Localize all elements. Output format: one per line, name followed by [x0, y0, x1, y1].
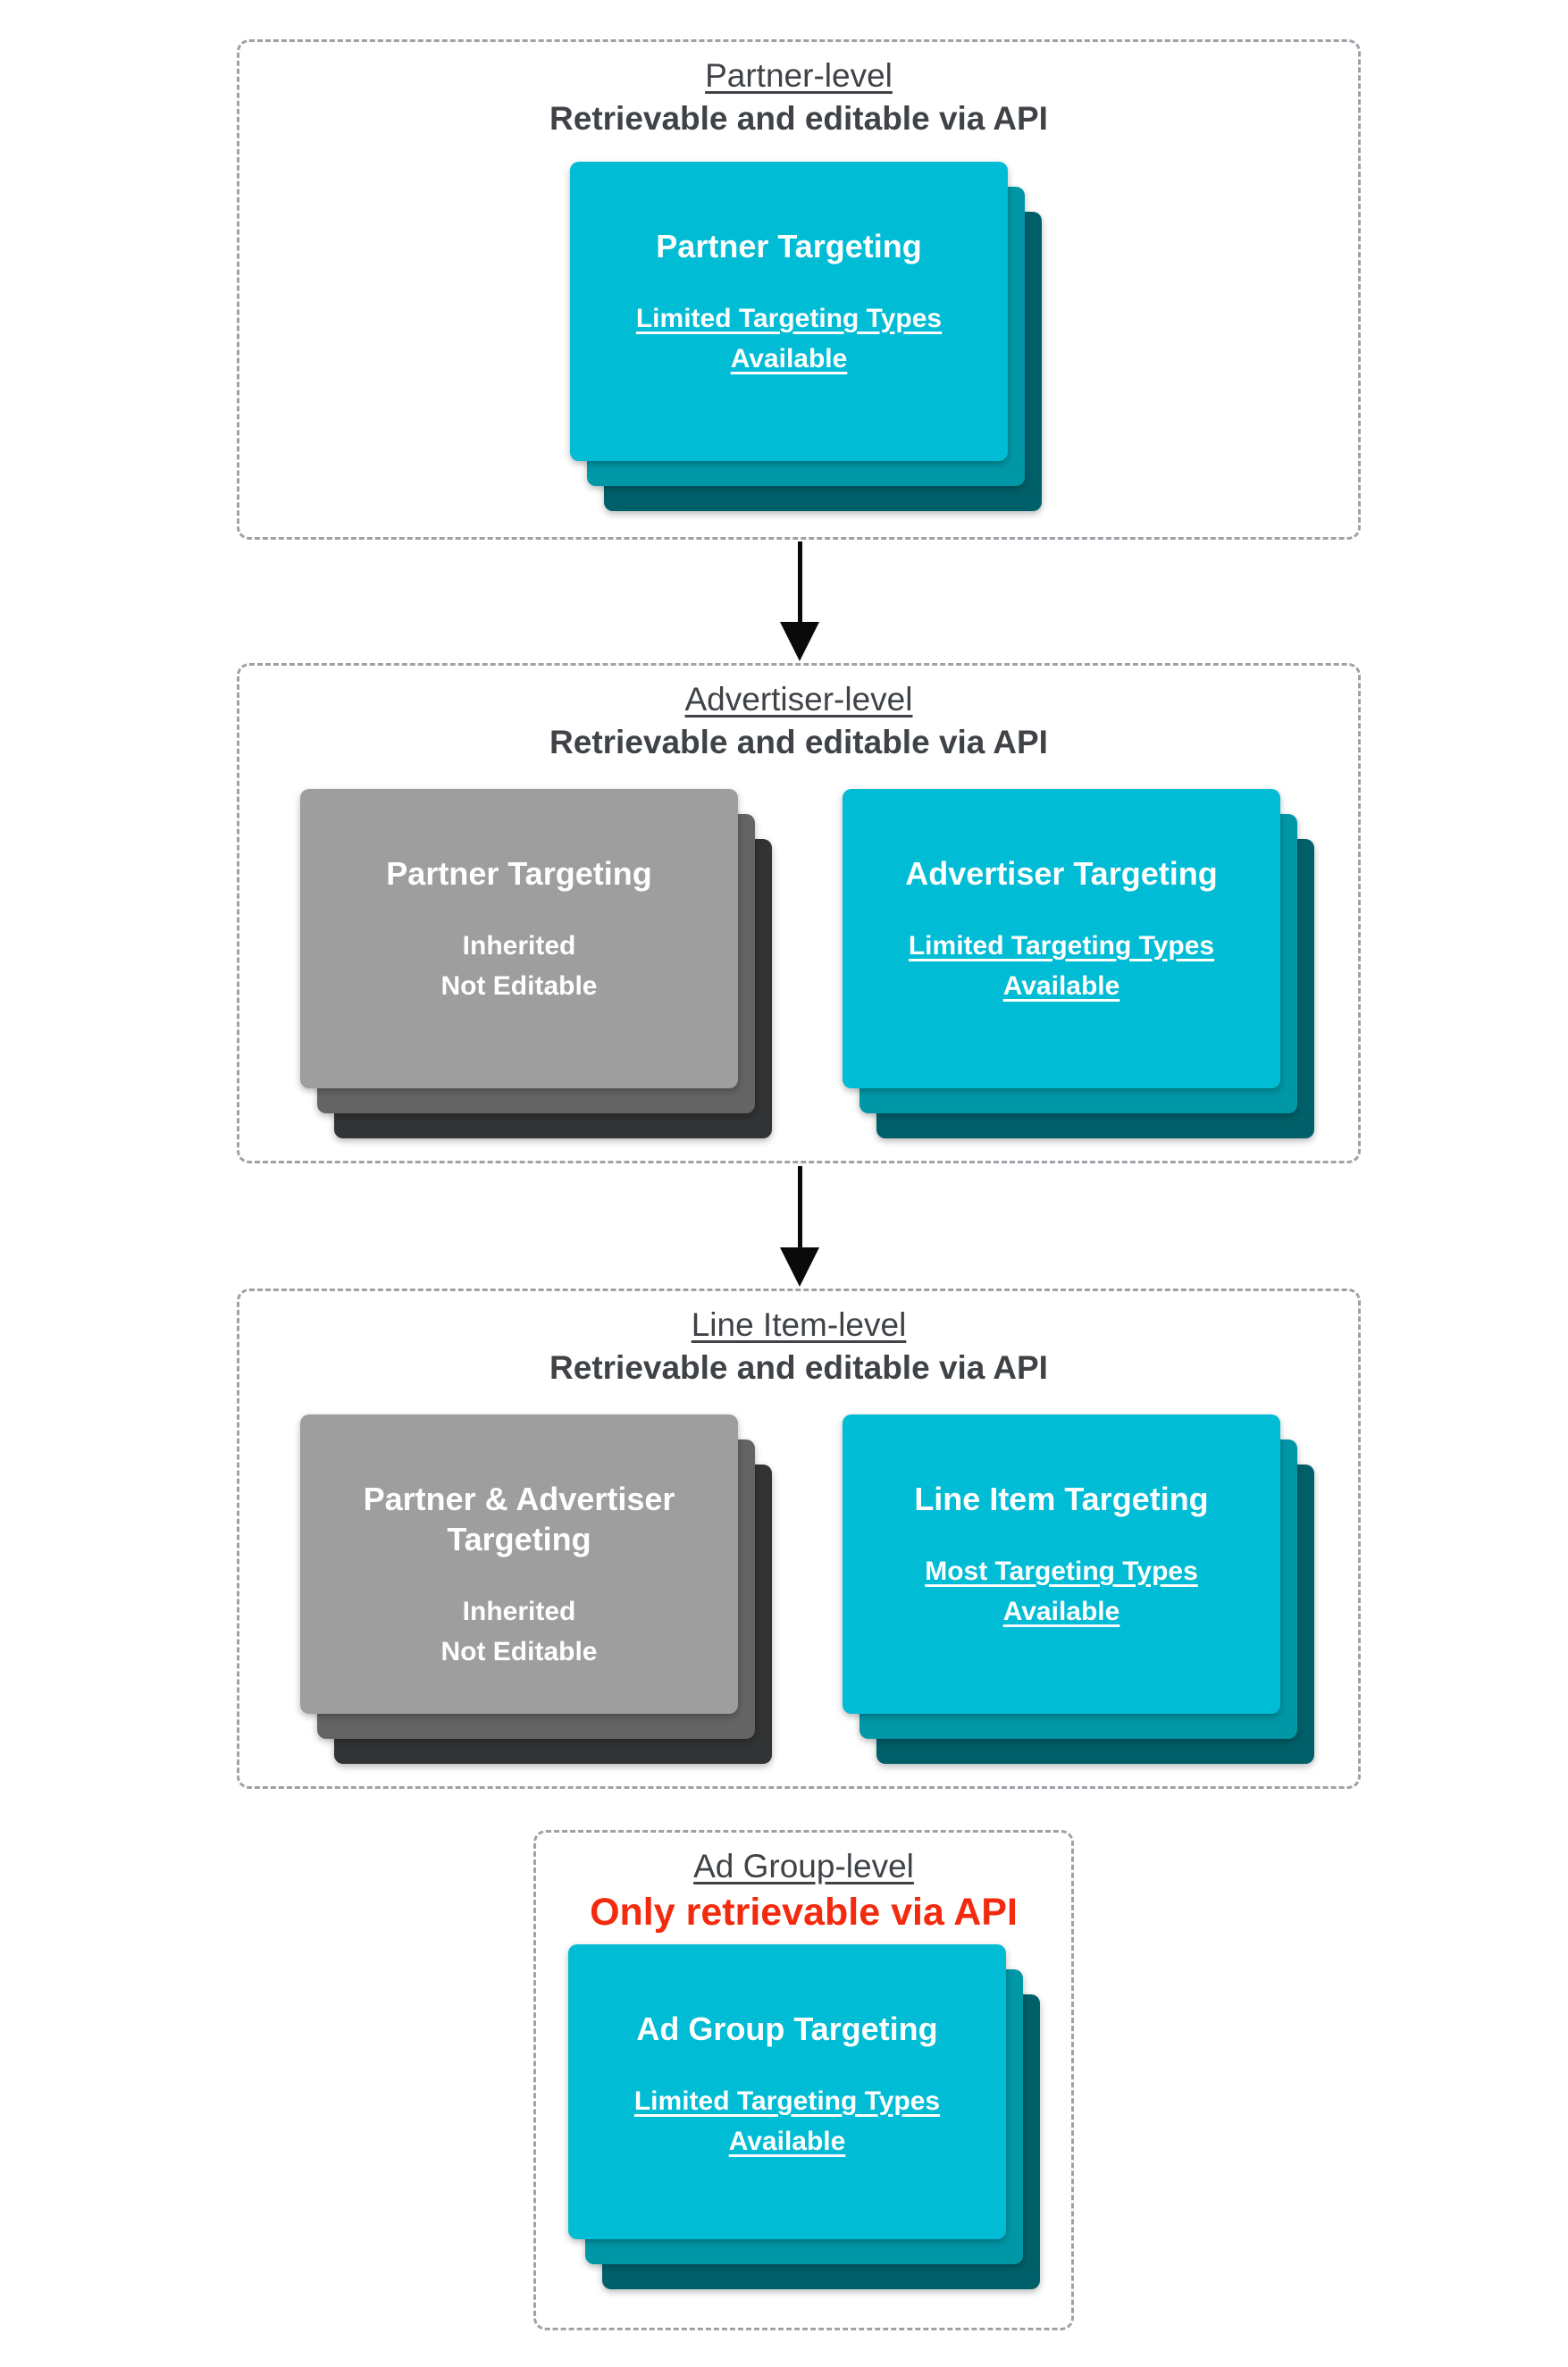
- panel-advertiser-level: Advertiser-level Retrievable and editabl…: [237, 663, 1361, 1163]
- card-stack-inherited-partner-advertiser-targeting: Partner & Advertiser Targeting Inherited…: [300, 1414, 772, 1764]
- card-inherited-partner-targeting: Partner Targeting Inherited Not Editable: [300, 789, 738, 1088]
- panel-title-line-item-level: Line Item-level: [691, 1306, 907, 1343]
- card-title: Ad Group Targeting: [636, 2010, 938, 2047]
- panel-partner-level: Partner-level Retrievable and editable v…: [237, 39, 1361, 540]
- card-stack-inherited-partner-targeting: Partner Targeting Inherited Not Editable: [300, 789, 772, 1138]
- panel-line-item-level: Line Item-level Retrievable and editable…: [237, 1288, 1361, 1789]
- arrow-head-icon: [780, 1247, 819, 1287]
- card-title: Advertiser Targeting: [905, 855, 1218, 892]
- card-subtitle: Inherited Not Editable: [440, 1597, 598, 1666]
- card-subtitle: Limited Targeting Types Available: [908, 931, 1215, 1001]
- panel-subtitle-partner-level: Retrievable and editable via API: [549, 100, 1048, 138]
- card-subtitle: Most Targeting Types Available: [925, 1557, 1198, 1626]
- card-subtitle: Inherited Not Editable: [440, 931, 598, 1001]
- card-title: Line Item Targeting: [914, 1481, 1209, 1517]
- down-arrow-advertiser-to-line-item: [780, 1166, 819, 1287]
- card-title: Partner Targeting: [656, 228, 922, 264]
- card-stack-advertiser-targeting: Advertiser Targeting Limited Targeting T…: [843, 789, 1314, 1138]
- card-stack-line-item-targeting: Line Item Targeting Most Targeting Types…: [843, 1414, 1314, 1764]
- panel-title-partner-level: Partner-level: [705, 57, 893, 94]
- card-advertiser-targeting: Advertiser Targeting Limited Targeting T…: [843, 789, 1280, 1088]
- card-title: Partner & Advertiser Targeting: [363, 1481, 675, 1557]
- card-stack-partner-targeting: Partner Targeting Limited Targeting Type…: [570, 162, 1042, 511]
- panel-subtitle-advertiser-level: Retrievable and editable via API: [549, 724, 1048, 761]
- panel-subtitle-ad-group-level: Only retrievable via API: [590, 1891, 1018, 1935]
- card-subtitle: Limited Targeting Types Available: [633, 2086, 941, 2156]
- arrow-line: [797, 1166, 802, 1247]
- arrow-line: [797, 541, 802, 622]
- card-subtitle: Limited Targeting Types Available: [635, 304, 943, 374]
- panel-ad-group-level: Ad Group-level Only retrievable via API …: [533, 1830, 1074, 2330]
- card-line-item-targeting: Line Item Targeting Most Targeting Types…: [843, 1414, 1280, 1714]
- arrow-head-icon: [780, 622, 819, 661]
- card-stack-ad-group-targeting: Ad Group Targeting Limited Targeting Typ…: [568, 1944, 1040, 2289]
- panel-title-ad-group-level: Ad Group-level: [693, 1848, 914, 1884]
- down-arrow-partner-to-advertiser: [780, 541, 819, 661]
- card-partner-targeting: Partner Targeting Limited Targeting Type…: [570, 162, 1008, 461]
- card-ad-group-targeting: Ad Group Targeting Limited Targeting Typ…: [568, 1944, 1006, 2239]
- card-inherited-partner-advertiser-targeting: Partner & Advertiser Targeting Inherited…: [300, 1414, 738, 1714]
- panel-title-advertiser-level: Advertiser-level: [684, 681, 913, 718]
- card-title: Partner Targeting: [386, 855, 652, 892]
- panel-subtitle-line-item-level: Retrievable and editable via API: [549, 1349, 1048, 1387]
